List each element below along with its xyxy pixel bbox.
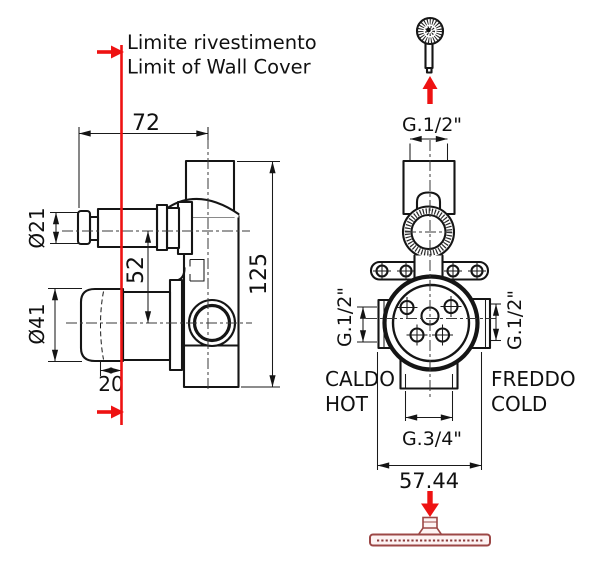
- wall-limit-label-en: Limit of Wall Cover: [127, 56, 312, 79]
- wall-limit-line: Limite rivestimento Limit of Wall Cover: [97, 31, 317, 425]
- hot-label-en: HOT: [325, 392, 369, 416]
- front-view: G.1/2": [325, 16, 576, 547]
- flow-up-arrow-icon: [422, 76, 438, 104]
- handshower-icon: [415, 16, 445, 74]
- dim-o41-label: Ø41: [25, 303, 49, 344]
- dim-overall-width: 57.44: [376, 352, 483, 493]
- dim-52: 52: [124, 230, 152, 324]
- wall-limit-arrow-top-icon: [97, 45, 124, 59]
- dim-20: 20: [98, 360, 124, 396]
- dim-bottom-thread: G.3/4": [402, 391, 462, 450]
- dim-cap-diameter: Ø41: [25, 287, 82, 363]
- dim-52-label: 52: [124, 256, 149, 284]
- dim-right-thread-label: G.1/2": [504, 290, 526, 350]
- wall-limit-arrow-bottom-icon: [97, 405, 124, 419]
- wall-limit-label-it: Limite rivestimento: [127, 31, 317, 54]
- hot-label-it: CALDO: [325, 367, 395, 391]
- dim-20-label: 20: [98, 372, 123, 396]
- dim-72-label: 72: [132, 111, 160, 136]
- dim-left-thread: G.1/2": [334, 287, 377, 347]
- bracket-screw-holes: [373, 262, 486, 280]
- clip-detail: [189, 258, 205, 282]
- cartridge-holes: [396, 296, 462, 346]
- side-view: 72 Ø21 52 Ø41 125: [25, 111, 280, 396]
- dim-right-thread: G.1/2": [491, 290, 526, 350]
- valve-body-side: [76, 159, 240, 389]
- cold-label-it: FREDDO: [491, 367, 576, 391]
- cold-label-en: COLD: [491, 392, 547, 416]
- rainhead-icon: [369, 516, 491, 547]
- dim-72: 72: [78, 111, 209, 208]
- dim-bottom-thread-label: G.3/4": [402, 428, 462, 450]
- valve-body-front: [369, 159, 492, 390]
- dim-125: 125: [237, 160, 280, 388]
- flow-down-arrow-icon: [421, 491, 439, 517]
- dim-spout-diameter: Ø21: [25, 207, 79, 249]
- dim-o21-label: Ø21: [25, 207, 49, 248]
- dim-top-thread-label: G.1/2": [402, 114, 462, 136]
- dim-overall-width-label: 57.44: [399, 469, 459, 493]
- dim-125-label: 125: [247, 253, 272, 295]
- dim-left-thread-label: G.1/2": [334, 287, 356, 347]
